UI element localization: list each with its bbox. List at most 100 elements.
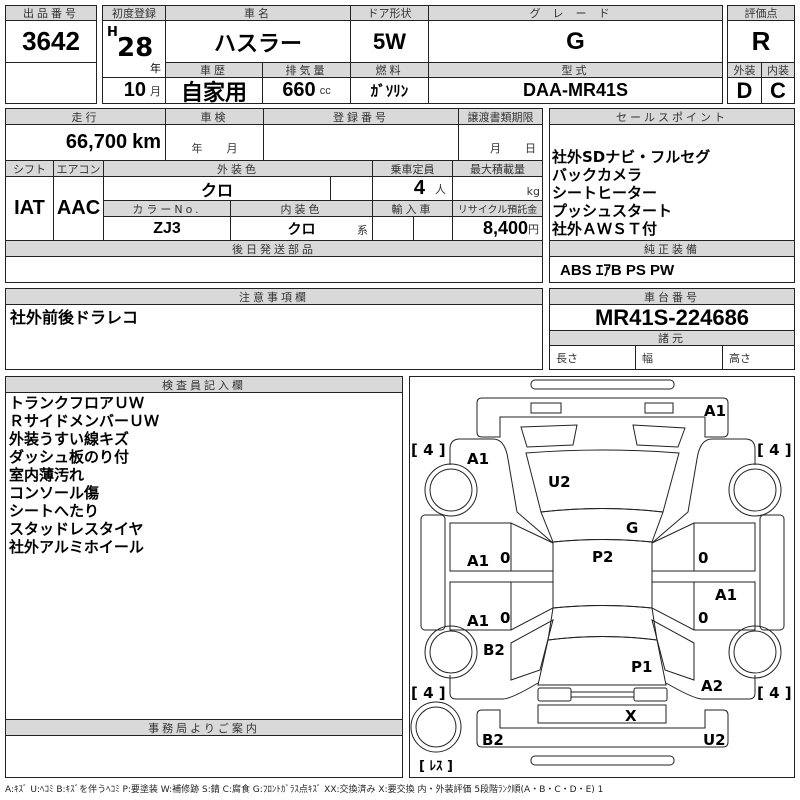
mark-rear-bumper-right: U2 <box>703 731 726 749</box>
transfer-day-unit: 日 <box>525 142 536 155</box>
ext-color: クロ <box>103 176 331 201</box>
model: DAA-MR41S <box>428 77 723 104</box>
right-front-door <box>651 522 756 572</box>
exterior-label: 外装 <box>727 62 762 78</box>
tire-rr-tread: [ 4 ] <box>757 684 792 702</box>
mark-left-rear-door: A1 <box>467 612 489 630</box>
era: H <box>107 25 118 40</box>
mileage-value: 66,700 <box>65 131 128 153</box>
year-unit: 年 <box>150 62 161 75</box>
windshield <box>540 508 664 543</box>
tire-rl <box>424 625 478 679</box>
car-name: ハスラー <box>165 20 351 63</box>
sales-item: 社外ＡＷＳＴ付 <box>552 220 658 238</box>
tail-light-left <box>537 687 572 702</box>
wheel-rr <box>733 630 777 674</box>
year: 28 <box>117 33 154 63</box>
inspection-year-unit: 年 <box>191 142 203 155</box>
damage-diagram-box <box>409 376 795 778</box>
door-zero: 0 <box>500 609 510 627</box>
legend: A:ｷｽﾞ U:ﾍｺﾐ B:ｷｽﾞを伴うﾍｺﾐ P:要塗装 W:補修跡 S:錆 … <box>5 785 604 795</box>
mark-roof: P2 <box>592 548 613 566</box>
width: 幅 <box>635 345 723 370</box>
recycle-unit: 円 <box>528 223 539 236</box>
ext-color-label: 外装色 <box>103 160 373 177</box>
door-label: ドア形状 <box>350 5 429 21</box>
inspection-month-unit: 月 <box>226 142 238 155</box>
fuel-label: 燃料 <box>350 62 429 78</box>
int-color-unit: 系 <box>357 225 368 237</box>
grade: G <box>428 20 723 63</box>
displacement-unit: cc <box>319 84 331 97</box>
fog-light-right <box>644 402 674 414</box>
sales-item: プッシュスタート <box>552 202 673 220</box>
mark-rear-bumper-left: B2 <box>482 731 504 749</box>
car-damage-diagram: A1 A1 U2 G P2 A1 A1 A1 B2 P1 A2 X B2 U2 … <box>410 379 792 774</box>
notes-box: 社外前後ドラレコ <box>5 304 543 370</box>
import-label: 輸入車 <box>372 200 453 217</box>
lot-blank <box>5 62 97 104</box>
interior-score: C <box>761 77 795 104</box>
wheel-rl <box>429 630 473 674</box>
ac-label: エアコン <box>53 160 104 177</box>
history: 自家用 <box>165 77 263 104</box>
ac: AAC <box>53 176 104 241</box>
notes-label: 注意事項欄 <box>5 288 543 305</box>
right-rocker <box>759 514 785 631</box>
inspector-item: シートへたり <box>9 502 100 520</box>
right-front-fender <box>651 438 756 544</box>
sales-item: 社外SDナビ・フルセグ <box>552 148 711 166</box>
shift-label: シフト <box>5 160 54 177</box>
tire-rl-tread: [ 4 ] <box>411 684 446 702</box>
mark-trunk: P1 <box>631 658 652 676</box>
transfer-date: 月日 <box>458 124 543 161</box>
spare-tire <box>410 701 462 753</box>
mark-left-front-door: A1 <box>467 552 489 570</box>
inspection-date: 年月 <box>165 124 264 161</box>
left-rocker <box>420 514 446 631</box>
sales-points: 社外SDナビ・フルセグ バックカメラ シートヒーター プッシュスタート 社外ＡＷ… <box>549 124 795 241</box>
mark-front-bumper: A1 <box>704 402 726 420</box>
capacity-unit: 人 <box>435 183 446 196</box>
inspector-item: スタッドレスタイヤ <box>9 520 144 538</box>
month-unit: 月 <box>150 85 161 98</box>
transfer-month-unit: 月 <box>490 142 501 155</box>
max-load-label: 最大積載量 <box>452 160 543 177</box>
rear-panel <box>537 704 667 724</box>
tire-fr-tread: [ 4 ] <box>757 441 792 459</box>
equip: ABS ｴｱB PS PW <box>549 256 795 283</box>
int-color-value: クロ <box>287 220 316 237</box>
ext-color-blank <box>330 176 373 201</box>
recycle-label: リサイクル預託金 <box>452 200 543 217</box>
wheel-fl <box>429 468 473 512</box>
tail-light-right <box>633 687 668 702</box>
inspector-item: 社外アルミホイール <box>9 538 144 556</box>
front-edge-bar <box>530 379 675 390</box>
inspector-item: 外装うすい線キズ <box>9 430 130 448</box>
spare-wheel <box>415 706 457 748</box>
interior-label: 内装 <box>761 62 795 78</box>
grade-label: グレード <box>428 5 723 21</box>
inspector-label: 検査員記入欄 <box>5 376 403 393</box>
capacity-label: 乗車定員 <box>372 160 453 177</box>
mileage-unit: km <box>132 131 161 153</box>
equip-label: 純正装備 <box>549 240 795 257</box>
reg-no-label: 登録番号 <box>263 108 459 125</box>
front-bumper <box>476 397 729 438</box>
height: 高さ <box>722 345 795 370</box>
tire-rr <box>728 625 782 679</box>
first-reg-year: H 28 年 <box>102 20 166 78</box>
rear-glass <box>547 605 658 641</box>
sales-item: シートヒーター <box>552 184 658 202</box>
sales-list: 社外SDナビ・フルセグ バックカメラ シートヒーター プッシュスタート 社外ＡＷ… <box>552 148 710 238</box>
notes-text: 社外前後ドラレコ <box>10 308 139 327</box>
inspector-item: コンソール傷 <box>9 484 100 502</box>
door: 5W <box>350 20 429 63</box>
inspector-item: 室内薄汚れ <box>9 466 85 484</box>
sales-label: セールスポイント <box>549 108 795 125</box>
score: R <box>727 20 795 63</box>
